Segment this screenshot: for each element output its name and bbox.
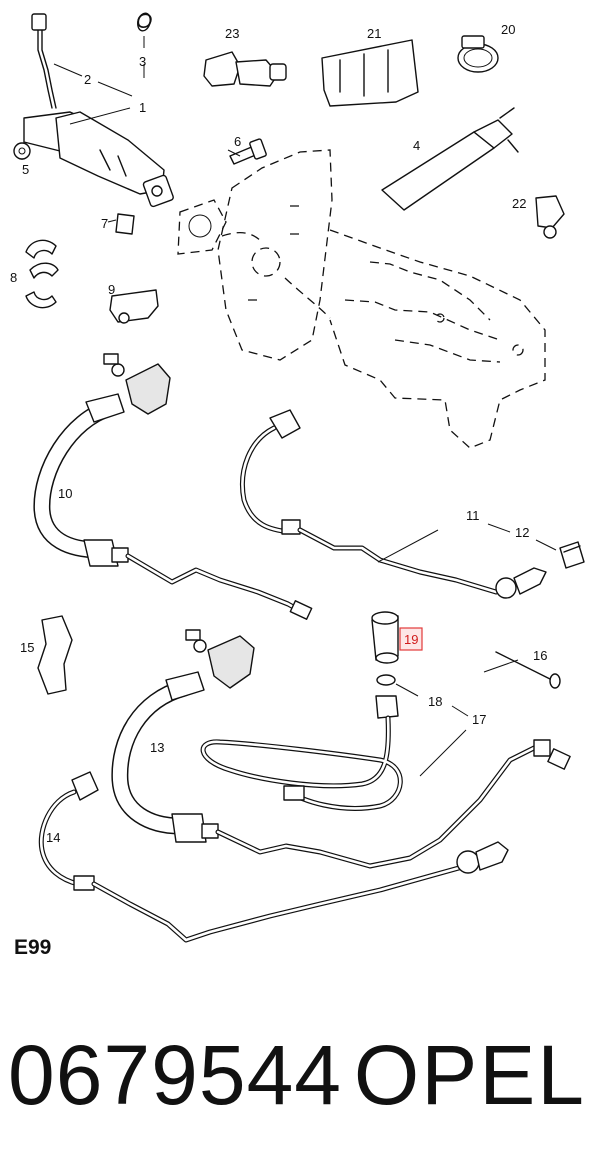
callout-o: O (136, 10, 152, 33)
callout-23: 23 (225, 26, 239, 41)
pipe-part-11 (240, 409, 547, 599)
leader-lines (107, 149, 557, 777)
clutch-master-cylinder (14, 13, 174, 208)
callout-1: 1 (139, 100, 146, 115)
clip-part-7 (115, 213, 135, 235)
bracket-part-21 (321, 39, 419, 107)
callout-8: 8 (10, 270, 17, 285)
pipe-part-14 (38, 771, 509, 943)
exploded-parts-diagram: O 3 2 1 6 5 7 8 9 23 21 20 4 22 10 11 12… (10, 10, 585, 943)
callout-19: 19 (404, 632, 418, 647)
gasket-outline (177, 199, 227, 255)
o-ring-part (137, 12, 151, 32)
callout-labels: O 3 2 1 6 5 7 8 9 23 21 20 4 22 10 11 12… (10, 10, 547, 845)
bleeder-part-12 (559, 541, 585, 569)
pipe-part-17 (200, 695, 403, 811)
callout-2: 2 (84, 72, 91, 87)
part-number: 0679544 (8, 1028, 343, 1122)
bolt-part-6 (229, 138, 267, 165)
hose-part-10 (33, 353, 313, 620)
callout-10: 10 (58, 486, 72, 501)
footer: 0679544 OPEL (0, 1020, 600, 1140)
nut-part-5 (13, 142, 31, 160)
switch-part-22 (535, 195, 565, 239)
callout-5: 5 (22, 162, 29, 177)
callout-6: 6 (234, 134, 241, 149)
callout-16: 16 (533, 648, 547, 663)
callout-9: 9 (108, 282, 115, 297)
callout-7: 7 (101, 216, 108, 231)
callout-18: 18 (428, 694, 442, 709)
callout-4: 4 (413, 138, 420, 153)
callout-13: 13 (150, 740, 164, 755)
dust-cover-part-19 (371, 611, 399, 664)
o-ring-part-18 (376, 674, 396, 686)
bracket-part-15 (37, 615, 73, 695)
callout-11: 11 (466, 508, 480, 523)
hose-part-13 (111, 629, 571, 869)
brand-name: OPEL (353, 1028, 586, 1122)
damper-part-4 (381, 107, 519, 211)
callout-3: 3 (139, 54, 146, 69)
bushing-part-8 (25, 239, 59, 309)
callout-14: 14 (46, 830, 60, 845)
callout-12: 12 (515, 525, 529, 540)
gearbox-housing-outline (217, 149, 546, 449)
callout-17: 17 (472, 712, 486, 727)
clamp-part-9 (109, 289, 159, 324)
diagram-code: E99 (14, 936, 52, 959)
callout-21: 21 (367, 26, 381, 41)
callout-22: 22 (512, 196, 526, 211)
elbow-fitting-part-23 (203, 51, 287, 87)
pin-part-16 (495, 651, 561, 689)
callout-20: 20 (501, 22, 515, 37)
callout-19-highlight-box (399, 627, 423, 651)
hose-clamp-part-20 (457, 35, 499, 73)
callout-15: 15 (20, 640, 34, 655)
